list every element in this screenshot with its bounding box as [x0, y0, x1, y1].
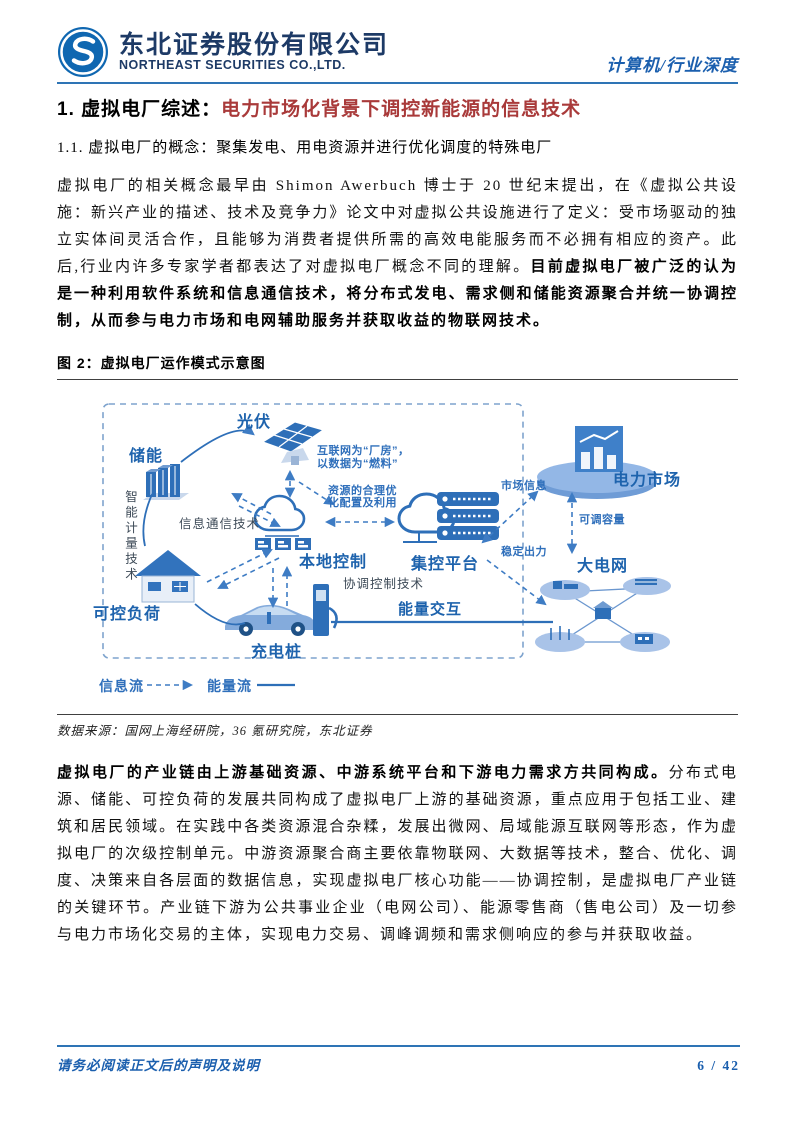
node-local-control-label: 本地控制 — [299, 553, 368, 571]
figure-2: 图 2：虚拟电厂运作模式示意图 — [57, 353, 738, 740]
controllable-load-house-icon — [135, 549, 201, 603]
solar-panel-icon — [261, 421, 325, 465]
annotation-market-info: 市场信息 — [501, 479, 547, 492]
node-charger-label: 充电桩 — [251, 643, 303, 661]
node-power-market-label: 电力市场 — [613, 471, 682, 489]
paragraph-1: 虚拟电厂的相关概念最早由 Shimon Awerbuch 博士于 20 世纪末提… — [57, 173, 738, 335]
paragraph-1-normal: 虚拟电厂的相关概念最早由 Shimon Awerbuch 博士于 20 世纪末提… — [57, 177, 738, 275]
section-heading-title: 电力市场化背景下调控新能源的信息技术 — [221, 99, 582, 120]
annotation-adjustable-capacity: 可调容量 — [579, 513, 625, 526]
ev-car-icon — [225, 604, 315, 636]
energy-storage-icon — [143, 463, 189, 500]
energy-flow-lines — [142, 423, 553, 626]
legend-energy-flow-label: 能量流 — [207, 677, 252, 694]
annotation-coordinated-control: 协调控制技术 — [343, 576, 425, 591]
node-load-label: 可控负荷 — [93, 605, 162, 623]
section-heading: 1. 虚拟电厂综述：电力市场化背景下调控新能源的信息技术 — [57, 98, 738, 123]
central-platform-icon — [397, 491, 499, 543]
local-control-cloud-icon — [253, 494, 311, 550]
company-name-en: NORTHEAST SECURITIES CO.,LTD. — [119, 58, 346, 73]
figure-source: 数据来源：国网上海经研院，36 氪研究院，东北证券 — [57, 723, 373, 738]
annotation-resource-line2: 化配置及利用 — [328, 496, 397, 509]
vpp-operation-diagram: 光伏 储能 可控负荷 充电桩 本地控制 集控平台 电力市场 大电网 智能计量技术… — [85, 392, 735, 704]
footer-page-number: 6 / 42 — [697, 1058, 740, 1073]
figure-caption: 图 2：虚拟电厂运作模式示意图 — [57, 353, 738, 380]
legend-info-flow-label: 信息流 — [99, 677, 144, 694]
info-flow-arrows — [206, 469, 578, 608]
annotation-smart-metering: 智能计量技术 — [123, 489, 137, 583]
node-grid-label: 大电网 — [577, 557, 629, 575]
subsection-heading: 1.1. 虚拟电厂的概念：聚集发电、用电资源并进行优化调度的特殊电厂 — [57, 139, 553, 156]
paragraph-2-normal: 分布式电源、储能、可控负荷的发展共同构成了虚拟电厂上游的基础资源，重点应用于包括… — [57, 764, 738, 943]
annotation-internet-line1: 互联网为“厂房”， — [317, 444, 410, 457]
northeast-securities-logo-icon — [58, 27, 108, 77]
report-category-tag: 计算机/行业深度 — [606, 56, 738, 75]
paragraph-2: 虚拟电厂的产业链由上游基础资源、中游系统平台和下游电力需求方共同构成。分布式电源… — [57, 760, 738, 949]
page-header: 东北证券股份有限公司 NORTHEAST SECURITIES CO.,LTD.… — [57, 0, 738, 84]
annotation-energy-exchange: 能量交互 — [398, 600, 463, 618]
paragraph-1-bold: 目前虚拟电厂被广泛的认为是一种利用软件系统和信息通信技术，将分布式发电、需求侧和… — [57, 258, 738, 329]
node-central-platform-label: 集控平台 — [411, 555, 480, 573]
power-market-icon — [537, 425, 657, 499]
page-footer: 请务必阅读正文后的声明及说明 6 / 42 — [57, 1045, 740, 1074]
section-heading-number: 1. 虚拟电厂综述： — [57, 99, 222, 120]
dashed-boundary — [102, 402, 524, 659]
node-storage-label: 储能 — [129, 447, 164, 465]
annotation-resource-line1: 资源的合理优 — [328, 484, 397, 497]
annotation-ict: 信息通信技术 — [179, 516, 261, 531]
footer-disclaimer: 请务必阅读正文后的声明及说明 — [57, 1058, 260, 1073]
company-name-cn: 东北证券股份有限公司 — [119, 30, 390, 59]
node-solar-label: 光伏 — [237, 413, 272, 431]
annotation-internet-line2: 以数据为“燃料” — [317, 457, 398, 470]
figure-source-row: 数据来源：国网上海经研院，36 氪研究院，东北证券 — [57, 713, 738, 740]
charging-pile-icon — [313, 583, 338, 636]
paragraph-2-bold: 虚拟电厂的产业链由上游基础资源、中游系统平台和下游电力需求方共同构成。 — [57, 764, 669, 781]
diagram-graphics — [102, 402, 671, 690]
grid-network-icon — [535, 576, 671, 652]
annotation-stable-output: 稳定出力 — [501, 545, 547, 558]
